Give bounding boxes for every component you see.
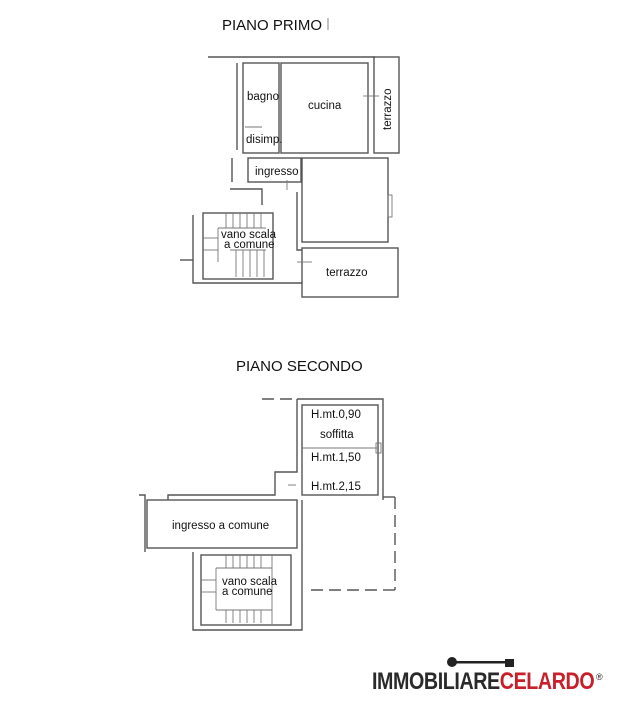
room-label: a comune	[222, 586, 273, 598]
room-label: a comune	[224, 239, 275, 251]
logo-part2: CELARDO	[499, 668, 595, 695]
room-label: vano scala	[222, 576, 278, 588]
room-terrazzo-side	[373, 56, 400, 154]
stairwell	[200, 554, 292, 626]
room-bagno	[242, 62, 280, 154]
room-label: vano scala	[221, 229, 277, 241]
room-label: soffitta	[320, 429, 354, 441]
room-label: ingresso	[255, 166, 298, 178]
registered-mark: ®	[596, 672, 603, 682]
room-label: ingresso a comune	[172, 520, 269, 532]
room-label: bagno	[247, 91, 279, 103]
stairwell	[202, 212, 274, 280]
room-label: terrazzo	[382, 88, 394, 130]
floor-title: PIANO SECONDO	[236, 358, 363, 375]
floor-title: PIANO PRIMO	[222, 17, 322, 34]
room-label: cucina	[308, 100, 342, 112]
room-label: H.mt.2,15	[311, 481, 361, 493]
brand-logo: IMMOBILIARECELARDO	[372, 668, 595, 696]
room-ingresso-comune	[146, 499, 298, 549]
floor-plan-first-floor: PIANO PRIMO	[180, 17, 400, 298]
room-ingresso	[247, 157, 302, 183]
key-icon	[447, 657, 514, 667]
room-label: H.mt.1,50	[311, 452, 361, 464]
room-main	[301, 157, 389, 243]
room-label: terrazzo	[326, 267, 368, 279]
room-cucina	[280, 62, 369, 154]
logo-part1: IMMOBILIARE	[372, 668, 500, 695]
room-label: disimp.	[246, 134, 282, 146]
room-terrazzo	[301, 247, 399, 298]
room-soffitta	[301, 404, 379, 496]
room-label: H.mt.0,90	[311, 409, 361, 421]
floor-plan-second-floor: PIANO SECONDO H.mt.0,90 soff	[139, 358, 396, 631]
